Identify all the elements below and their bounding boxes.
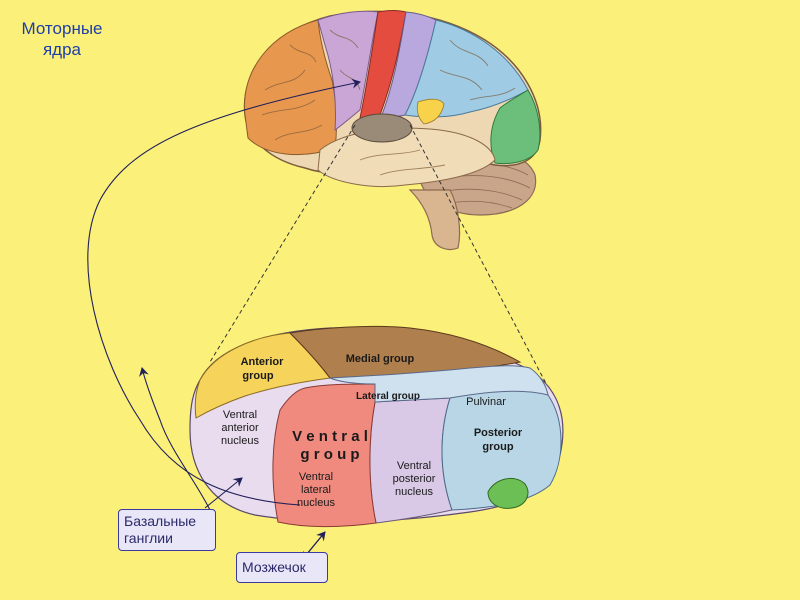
label-ventral-anterior-2: anterior	[221, 422, 259, 434]
premotor-area	[317, 10, 379, 132]
title-line-2: ядра	[42, 40, 82, 59]
basal-ganglia-line-1: Базальные	[124, 513, 197, 529]
diagram-title: Моторные ядра	[14, 18, 110, 60]
label-ventral-anterior-3: nucleus	[221, 435, 259, 447]
parietal-lobe	[404, 19, 529, 118]
brainstem-shape	[408, 189, 461, 251]
auditory-area	[416, 98, 445, 125]
basal-ganglia-callout: Базальные ганглии	[118, 509, 216, 551]
motor-pathway-arrow	[87, 78, 361, 506]
label-ventral-posterior-3: nucleus	[395, 486, 433, 498]
cerebellum-callout: Мозжечок	[236, 552, 328, 583]
label-ventral-lateral-3: nucleus	[297, 497, 335, 509]
thalamus-labels: Anterior group Medial group Lateral grou…	[221, 353, 523, 509]
basal-ganglia-line-2: ганглии	[124, 530, 173, 546]
label-ventral-lateral-2: lateral	[301, 484, 331, 496]
geniculate-body	[487, 477, 529, 509]
cortex-gyri	[261, 29, 516, 176]
basal-ganglia-arrow	[204, 477, 243, 509]
label-anterior-group-2: group	[242, 370, 273, 382]
label-ventral-anterior-1: Ventral	[223, 409, 257, 421]
return-pathway-arrow	[139, 367, 211, 511]
label-posterior-group-1: Posterior	[474, 427, 523, 439]
label-ventral-group-1: V e n t r a l	[292, 428, 368, 445]
label-ventral-lateral-1: Ventral	[299, 471, 333, 483]
label-ventral-group-2: g r o u p	[300, 446, 359, 463]
label-medial-group: Medial group	[346, 353, 415, 365]
label-lateral-group: Lateral group	[356, 391, 420, 402]
label-pulvinar: Pulvinar	[466, 396, 506, 408]
thalamus-enlarged	[189, 325, 564, 528]
occipital-lobe	[490, 89, 541, 165]
thalamus-in-brain	[351, 113, 413, 143]
brain-illustration	[243, 10, 542, 251]
label-ventral-posterior-2: posterior	[393, 473, 436, 485]
anterior-group-region	[194, 332, 331, 419]
title-line-1: Моторные	[21, 19, 103, 38]
frontal-lobe	[244, 19, 337, 156]
lateral-group-region	[329, 365, 549, 403]
label-anterior-group-1: Anterior	[241, 356, 285, 368]
cerebellum-label: Мозжечок	[242, 559, 306, 575]
projection-lines	[209, 124, 561, 411]
label-posterior-group-2: group	[482, 441, 513, 453]
label-ventral-posterior-1: Ventral	[397, 460, 431, 472]
